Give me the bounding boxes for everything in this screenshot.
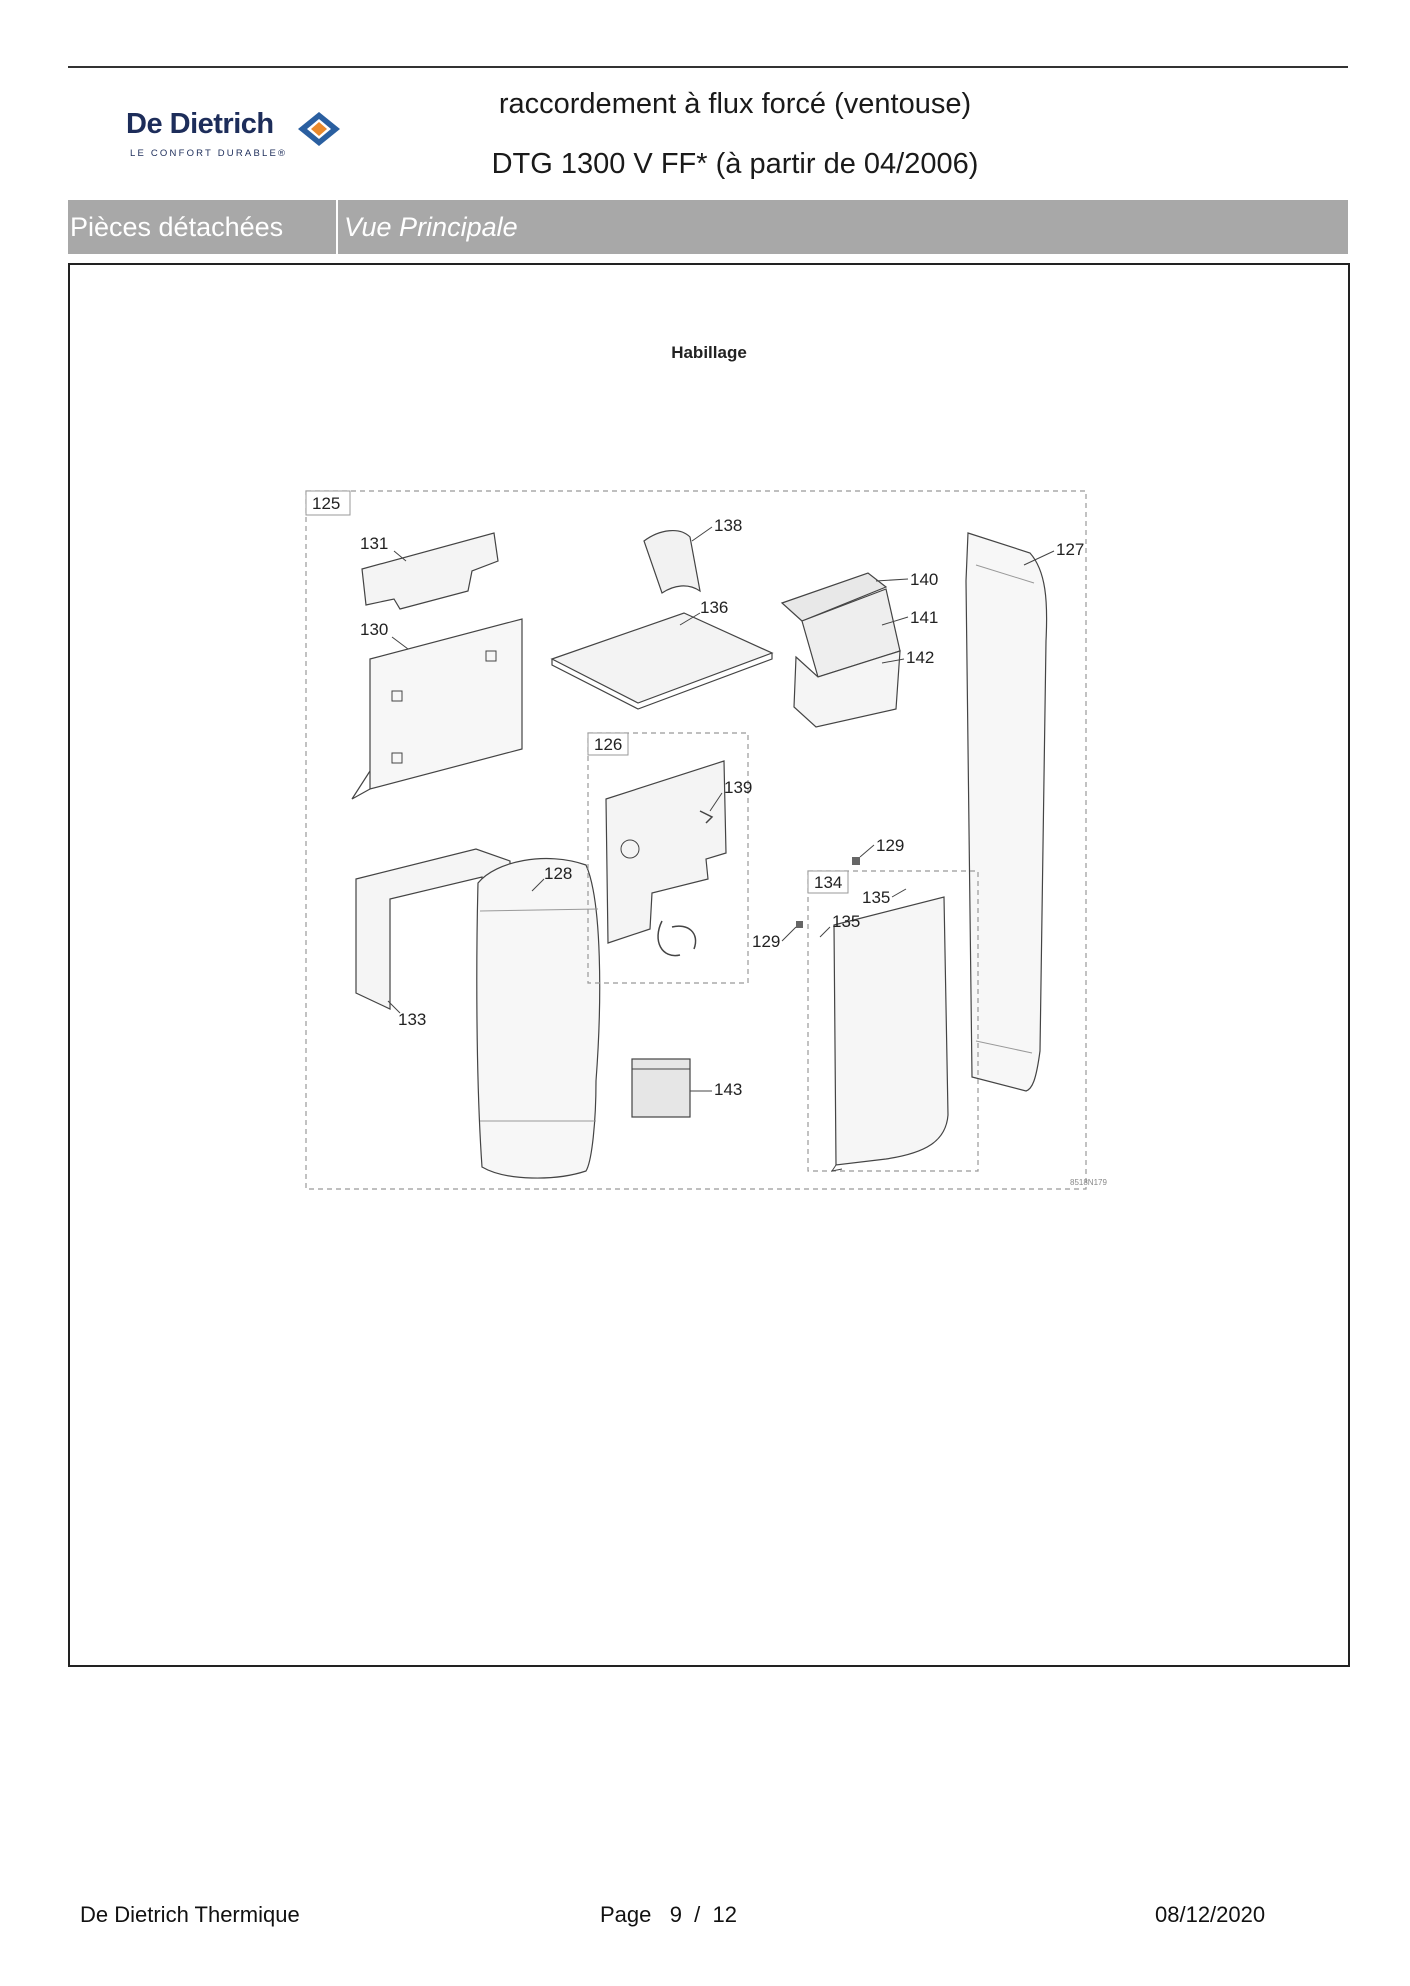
part-label-128: 128 bbox=[544, 864, 572, 883]
diagram-title: Habillage bbox=[671, 343, 747, 362]
brand-tagline: LE CONFORT DURABLE® bbox=[130, 148, 288, 159]
part-138-bracket bbox=[643, 530, 701, 594]
part-143-filter-pad bbox=[631, 1058, 691, 1118]
part-label-142: 142 bbox=[906, 648, 934, 667]
document-title: raccordement à flux forcé (ventouse) bbox=[498, 88, 972, 120]
brand-name: De Dietrich bbox=[126, 108, 274, 140]
model-subtitle: DTG 1300 V FF* (à partir de 04/2006) bbox=[491, 148, 979, 180]
part-label-131: 131 bbox=[360, 534, 388, 553]
part-label-133: 133 bbox=[398, 1010, 426, 1029]
part-label-138: 138 bbox=[714, 516, 742, 535]
assembly-boundary-125 bbox=[305, 490, 1087, 1190]
part-label-135-left: 135 bbox=[832, 912, 860, 931]
part-label-126: 126 bbox=[594, 735, 622, 754]
part-label-127: 127 bbox=[1056, 540, 1084, 559]
diamond-logo-icon bbox=[298, 112, 340, 146]
section-view: Vue Principale bbox=[344, 212, 518, 242]
assembly-boundary-134 bbox=[807, 870, 979, 1172]
part-126-back-plate bbox=[605, 760, 727, 944]
part-131-panel bbox=[361, 532, 499, 610]
part-label-130: 130 bbox=[360, 620, 388, 639]
part-label-141: 141 bbox=[910, 608, 938, 627]
part-label-134: 134 bbox=[814, 873, 842, 892]
footer-page-number: Page 9 / 12 bbox=[600, 1902, 737, 1927]
part-128-side-panel bbox=[476, 857, 601, 1179]
part-label-143: 143 bbox=[714, 1080, 742, 1099]
part-136-top-cover bbox=[550, 612, 774, 704]
part-142-frame bbox=[793, 650, 901, 728]
assembly-boundary-126 bbox=[587, 732, 749, 984]
section-bar: Pièces détachées Vue Principale bbox=[68, 200, 1348, 254]
brand-logo: De Dietrich LE CONFORT DURABLE® bbox=[126, 108, 346, 164]
part-label-136: 136 bbox=[700, 598, 728, 617]
diagram-frame: Habillage 125 131 130 133 128 138 bbox=[68, 263, 1350, 1667]
part-label-139: 139 bbox=[724, 778, 752, 797]
footer-company: De Dietrich Thermique bbox=[80, 1902, 300, 1927]
top-rule bbox=[68, 66, 1348, 68]
exploded-parts-diagram: 125 131 130 133 128 138 136 bbox=[305, 490, 1107, 1190]
section-category: Pièces détachées bbox=[68, 200, 338, 254]
diagram-reference: 8518N179 bbox=[1070, 1178, 1107, 1187]
footer-date: 08/12/2020 bbox=[1155, 1902, 1266, 1927]
part-label-129-left: 129 bbox=[752, 932, 780, 951]
part-label-129-top: 129 bbox=[876, 836, 904, 855]
part-label-135-top: 135 bbox=[862, 888, 890, 907]
part-134-front-door bbox=[833, 896, 949, 1166]
part-label-140: 140 bbox=[910, 570, 938, 589]
part-label-125: 125 bbox=[312, 494, 340, 513]
part-130-panel bbox=[369, 618, 523, 790]
part-127-door-panel bbox=[965, 532, 1048, 1092]
part-140-control-box bbox=[780, 572, 888, 622]
